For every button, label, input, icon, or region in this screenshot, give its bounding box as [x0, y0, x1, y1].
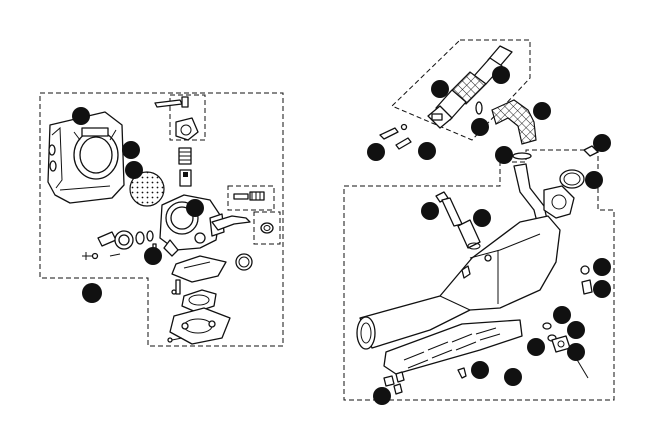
choke-ring	[260, 222, 274, 234]
idle-screw-box	[227, 185, 275, 211]
callout-marker	[473, 209, 491, 227]
gasket-ring	[235, 253, 253, 271]
idle-screw	[233, 191, 265, 201]
callout-marker	[567, 343, 585, 361]
callout-marker	[504, 368, 522, 386]
air-filter-housing	[47, 111, 125, 204]
callout-marker	[418, 142, 436, 160]
callout-marker	[593, 280, 611, 298]
hose-clamp	[475, 101, 483, 115]
callout-marker	[593, 134, 611, 152]
intake-bolts	[379, 123, 412, 150]
callout-marker	[186, 199, 204, 217]
callout-marker	[82, 283, 102, 303]
callout-marker	[567, 321, 585, 339]
callout-marker	[72, 107, 90, 125]
small-screws	[82, 252, 121, 260]
intake-hose	[427, 45, 513, 129]
carburetor-body	[159, 194, 225, 257]
choke-box	[253, 211, 281, 245]
callout-marker	[471, 361, 489, 379]
callout-marker	[367, 143, 385, 161]
callout-marker	[527, 338, 545, 356]
filter-element	[129, 171, 165, 207]
intake-pipe	[211, 215, 251, 231]
flange-nut	[583, 145, 599, 157]
callout-marker	[553, 306, 571, 324]
muffler-body	[356, 215, 561, 350]
callout-marker	[122, 141, 140, 159]
callout-marker	[585, 171, 603, 189]
hose-seal	[512, 152, 532, 160]
callout-marker	[431, 80, 449, 98]
callout-marker	[495, 146, 513, 164]
callout-marker	[593, 258, 611, 276]
callout-marker	[533, 102, 551, 120]
exhaust-group	[343, 39, 615, 405]
carburetor-group-outline	[39, 92, 284, 347]
carburetor-group	[39, 92, 284, 347]
intake-hose-outline	[391, 39, 531, 141]
callout-marker	[125, 161, 143, 179]
callout-marker	[144, 247, 162, 265]
callout-marker	[471, 118, 489, 136]
callout-marker	[373, 387, 391, 405]
throttle-valve-parts	[154, 96, 199, 187]
float-bowl-parts	[167, 255, 231, 345]
mixture-screw-parts	[97, 230, 157, 255]
callout-marker	[421, 202, 439, 220]
callout-marker	[492, 66, 510, 84]
exhaust-flange	[543, 185, 575, 219]
heat-shield	[383, 319, 523, 383]
braided-hose	[491, 99, 537, 145]
mount-bolt	[435, 191, 481, 250]
